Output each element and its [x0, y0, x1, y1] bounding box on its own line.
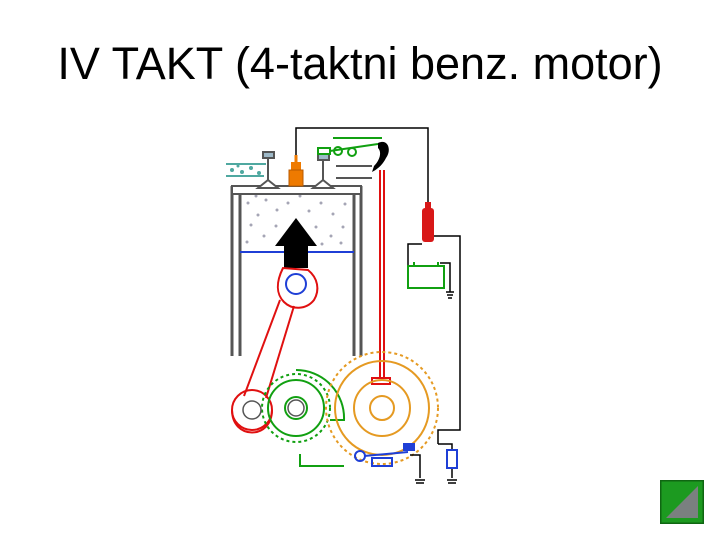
valve-rocker: [317, 137, 382, 157]
battery: [407, 262, 445, 289]
intake-duct: [336, 165, 372, 179]
condenser: [446, 449, 458, 469]
crankshaft-gear: [261, 368, 346, 467]
cylinder-head: [231, 185, 362, 195]
exhaust-gas: [226, 163, 266, 177]
back-button[interactable]: [658, 478, 706, 526]
breaker-points: [354, 443, 415, 467]
cylinder: [230, 186, 363, 356]
piston-motion-arrow: [275, 218, 317, 268]
connecting-rod: [231, 266, 319, 434]
intake-valve: [310, 153, 336, 189]
engine-diagram: [226, 127, 461, 484]
crankshaft-web: [242, 399, 305, 420]
exhaust-valve: [255, 151, 281, 189]
spark-plug: [288, 155, 304, 187]
ignition-wiring: [295, 127, 461, 484]
triangle-left-icon: [666, 486, 698, 518]
push-rod: [371, 170, 391, 385]
ignition-coil: [422, 202, 434, 242]
slide-title: IV TAKT (4-taktni benz. motor): [57, 38, 663, 89]
camshaft-lobe: [372, 141, 389, 172]
